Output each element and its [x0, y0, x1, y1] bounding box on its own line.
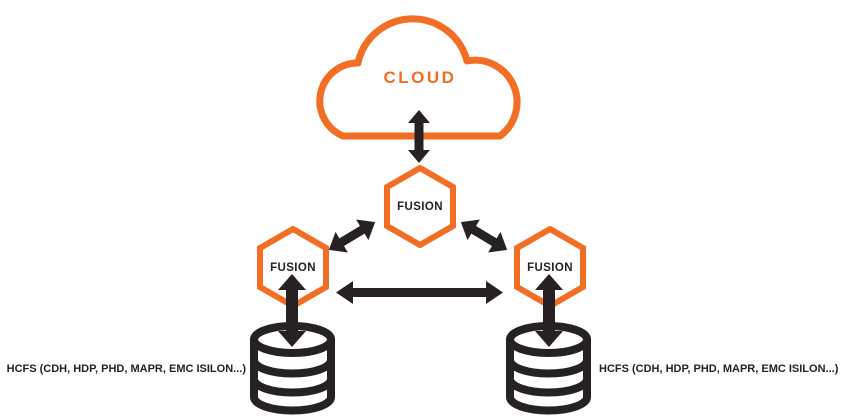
- cloud-icon: [316, 15, 521, 140]
- arrow-top-left-fusion-icon: [328, 219, 376, 253]
- arrow-right-fusion-database-icon: [535, 274, 563, 347]
- fusion-top-label: FUSION: [397, 200, 443, 213]
- storage-left-label: HCFS (CDH, HDP, PHD, MAPR, EMC ISILON...…: [6, 363, 246, 375]
- arrow-top-right-fusion-icon: [460, 219, 508, 253]
- fusion-right-label: FUSION: [527, 261, 573, 274]
- arrow-cloud-fusion-icon: [408, 110, 430, 163]
- fusion-top-hexagon-icon: [384, 165, 456, 248]
- storage-right-label: HCFS (CDH, HDP, PHD, MAPR, EMC ISILON...…: [599, 363, 839, 375]
- arrow-left-right-fusion-icon: [336, 281, 503, 304]
- arrow-left-fusion-database-icon: [278, 274, 306, 347]
- cloud-label: CLOUD: [383, 68, 457, 87]
- fusion-left-label: FUSION: [270, 261, 316, 274]
- database-left-icon: [250, 322, 335, 415]
